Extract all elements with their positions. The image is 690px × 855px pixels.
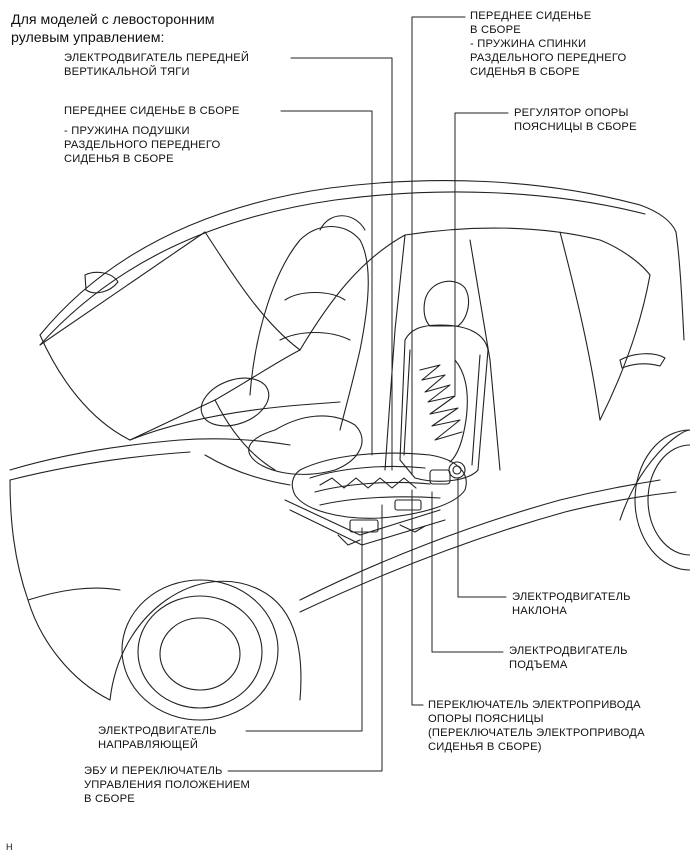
label-line: В СБОРЕ — [470, 24, 521, 36]
label-line: ЭБУ И ПЕРЕКЛЮЧАТЕЛЬ — [84, 765, 223, 777]
label-line: РАЗДЕЛЬНОГО ПЕРЕДНЕГО — [64, 139, 221, 151]
heading-line: рулевым управлением: — [11, 30, 165, 46]
label-slide-motor: ЭЛЕКТРОДВИГАТЕЛЬ НАПРАВЛЯЮЩЕЙ — [98, 724, 217, 752]
label-front-seat-back-spring: ПЕРЕДНЕЕ СИДЕНЬЕ В СБОРЕ - ПРУЖИНА СПИНК… — [470, 9, 626, 79]
label-line: СИДЕНЬЯ В СБОРЕ — [64, 153, 174, 165]
label-line: ВЕРТИКАЛЬНОЙ ТЯГИ — [64, 66, 190, 78]
label-line: ОПОРЫ ПОЯСНИЦЫ — [428, 713, 544, 725]
model-note-heading: Для моделей с левосторонним рулевым упра… — [11, 11, 215, 47]
label-line: ПОЯСНИЦЫ В СБОРЕ — [514, 121, 637, 133]
left-seat-illustration — [248, 215, 369, 475]
label-front-seat-cushion: ПЕРЕДНЕЕ СИДЕНЬЕ В СБОРЕ - ПРУЖИНА ПОДУШ… — [64, 104, 240, 166]
label-line: СИДЕНЬЯ В СБОРЕ — [470, 66, 580, 78]
label-line: ЭЛЕКТРОДВИГАТЕЛЬ — [512, 591, 631, 603]
label-lumbar-switch: ПЕРЕКЛЮЧАТЕЛЬ ЭЛЕКТРОПРИВОДА ОПОРЫ ПОЯСН… — [428, 698, 645, 754]
label-line: РАЗДЕЛЬНОГО ПЕРЕДНЕГО — [470, 52, 627, 64]
label-line: - ПРУЖИНА ПОДУШКИ — [64, 125, 190, 137]
label-line: ЭЛЕКТРОДВИГАТЕЛЬ ПЕРЕДНЕЙ — [64, 52, 250, 64]
label-line: ПОДЪЕМА — [509, 659, 568, 671]
label-line: В СБОРЕ — [84, 793, 135, 805]
heading-line: Для моделей с левосторонним — [11, 12, 215, 28]
leader-lines — [227, 16, 509, 772]
label-line: (ПЕРЕКЛЮЧАТЕЛЬ ЭЛЕКТРОПРИВОДА — [428, 727, 645, 739]
label-line: ПЕРЕДНЕЕ СИДЕНЬЕ В СБОРЕ — [64, 105, 240, 117]
label-lifter-motor: ЭЛЕКТРОДВИГАТЕЛЬ ПОДЪЕМА — [509, 644, 628, 672]
label-line: ПЕРЕДНЕЕ СИДЕНЬЕ — [470, 10, 592, 22]
label-line: СИДЕНЬЯ В СБОРЕ) — [428, 741, 542, 753]
label-line: НАПРАВЛЯЮЩЕЙ — [98, 739, 199, 751]
label-line: УПРАВЛЕНИЯ ПОЛОЖЕНИЕМ — [84, 779, 251, 791]
label-line: НАКЛОНА — [512, 605, 568, 617]
label-line: ЭЛЕКТРОДВИГАТЕЛЬ — [98, 725, 217, 737]
label-vertical-motor: ЭЛЕКТРОДВИГАТЕЛЬ ПЕРЕДНЕЙ ВЕРТИКАЛЬНОЙ Т… — [64, 51, 249, 79]
car-body-outline — [9, 180, 690, 721]
label-line: ЭЛЕКТРОДВИГАТЕЛЬ — [509, 645, 628, 657]
label-lumbar-adjuster: РЕГУЛЯТОР ОПОРЫ ПОЯСНИЦЫ В СБОРЕ — [514, 106, 637, 134]
label-ecu-switch: ЭБУ И ПЕРЕКЛЮЧАТЕЛЬ УПРАВЛЕНИЯ ПОЛОЖЕНИЕ… — [84, 764, 250, 806]
label-line: РЕГУЛЯТОР ОПОРЫ — [514, 107, 629, 119]
label-line: ПЕРЕКЛЮЧАТЕЛЬ ЭЛЕКТРОПРИВОДА — [428, 699, 641, 711]
label-recline-motor: ЭЛЕКТРОДВИГАТЕЛЬ НАКЛОНА — [512, 590, 631, 618]
label-line: - ПРУЖИНА СПИНКИ — [470, 38, 587, 50]
label-sublist: - ПРУЖИНА ПОДУШКИ РАЗДЕЛЬНОГО ПЕРЕДНЕГО … — [64, 124, 240, 166]
figure-code: H — [6, 842, 13, 852]
